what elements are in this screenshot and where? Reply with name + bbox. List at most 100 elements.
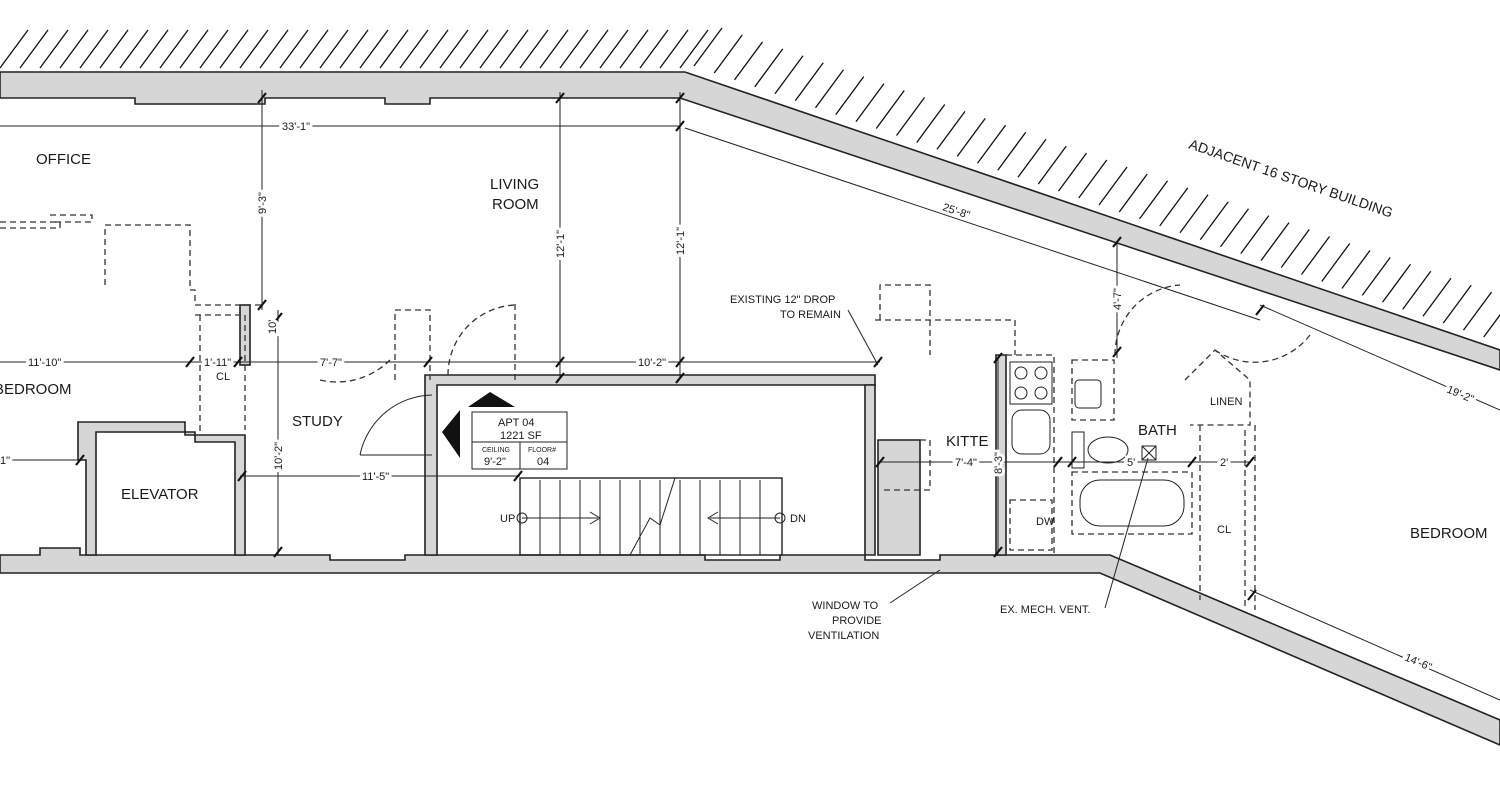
hatch-line <box>976 124 1007 164</box>
stair-outline <box>519 477 783 556</box>
room-closet-left: CL <box>216 371 230 383</box>
tag-apt-name: APT 04 <box>498 417 535 429</box>
stair: UP DN <box>500 477 806 556</box>
stair-up-marker <box>516 512 528 524</box>
living-door-swing <box>447 304 516 376</box>
dim-kitchen-width: 7'-4" <box>955 457 977 469</box>
hatch-line <box>713 34 743 74</box>
hatch-line <box>1422 277 1452 317</box>
existing-dashed-elements <box>0 214 1256 610</box>
hatch-line <box>1098 166 1128 206</box>
room-living-line1: LIVING <box>490 176 539 193</box>
dimension-tick <box>1187 456 1197 468</box>
stair-enclosure-wall <box>424 374 876 556</box>
dimension-tick <box>423 356 433 368</box>
stair-arrowhead-up <box>589 511 601 525</box>
dimension-tick <box>257 299 267 311</box>
stair-up-label: UP <box>500 513 515 525</box>
note-adjacent-building: ADJACENT 16 STORY BUILDING <box>1187 136 1395 221</box>
hatch-line <box>59 29 89 69</box>
leader-vent <box>1104 457 1149 609</box>
hatch-line <box>459 29 489 69</box>
mech-vent <box>1141 445 1157 461</box>
hatch-line <box>179 29 209 69</box>
hatch-line <box>997 131 1027 171</box>
hatch-line <box>916 104 946 143</box>
dim-study-small: 10' <box>267 320 279 334</box>
hatch-line <box>733 41 764 81</box>
hatch-line <box>199 29 229 69</box>
dim-kitchen-depth: 8'-3" <box>993 452 1005 474</box>
adjacent-building-hatch <box>0 27 1500 338</box>
leader-drop <box>847 309 879 366</box>
dimension-tick <box>1053 456 1063 468</box>
dimension-tick <box>873 356 883 368</box>
hatch-line <box>1138 180 1169 220</box>
dim-office-depth: 9'-3" <box>257 192 269 214</box>
dim-closet-right-width: 2' <box>1220 457 1228 469</box>
stair-down-label: DN <box>790 513 806 525</box>
hatch-line <box>479 29 509 69</box>
office-dashed-shelf <box>50 214 93 223</box>
hatch-line <box>79 29 109 69</box>
stair-break-line <box>629 477 676 556</box>
note-mech-vent: EX. MECH. VENT. <box>1000 604 1090 616</box>
top-wall <box>0 71 1500 371</box>
hatch-line <box>794 62 824 102</box>
hatch-line <box>1442 284 1472 324</box>
hatch-line <box>1462 291 1493 331</box>
hatch-line <box>19 29 49 69</box>
hatch-line <box>659 29 689 69</box>
hatch-line <box>239 29 269 69</box>
dimension-tick <box>993 352 1003 364</box>
note-window-line2: PROVIDE <box>832 615 882 627</box>
bathtub-basin <box>1079 479 1185 527</box>
dimension-tick <box>675 372 685 384</box>
dim-living-depth-2: 12'-1" <box>675 227 687 255</box>
dashed-drop-lower <box>875 319 1016 355</box>
hatch-line <box>774 55 804 95</box>
dim-left-lower: 1" <box>0 455 10 467</box>
hatch-line <box>814 69 845 109</box>
range-burners <box>1009 361 1053 405</box>
room-elevator: ELEVATOR <box>121 486 199 503</box>
dim-line-right-upper <box>1259 304 1500 411</box>
dimension-tick <box>273 546 283 558</box>
hatch-line <box>339 29 369 69</box>
hatch-line <box>439 29 469 69</box>
bath-vanity <box>1071 359 1115 421</box>
dimension-tick <box>555 372 565 384</box>
dimension-labels: 33'-1" 9'-3" 12'-1" 12'-1" 25'-8" 11'-10… <box>0 118 1478 677</box>
hatch-line <box>1159 187 1189 227</box>
hatch-line <box>1361 256 1391 296</box>
stair-down-marker <box>774 512 786 524</box>
hatch-line <box>0 29 29 69</box>
hatch-line <box>1260 222 1290 261</box>
exterior-walls <box>0 71 1500 746</box>
dashed-chase <box>880 439 931 491</box>
dim-bath-depth: 4'-7" <box>1112 288 1124 310</box>
dimension-tick <box>1067 456 1077 468</box>
apartment-tag: APT 04 1221 SF CEILING 9'-2" FLOOR# 04 <box>442 392 568 470</box>
dishwasher <box>1009 499 1053 551</box>
closet-dashed <box>195 314 246 430</box>
hatch-line <box>259 29 289 69</box>
bath-door-swing <box>1114 284 1181 356</box>
hatch-line <box>835 76 865 116</box>
note-drop-line1: EXISTING 12" DROP <box>730 294 835 306</box>
dimension-tick <box>555 92 565 104</box>
dim-study-width: 7'-7" <box>320 357 342 369</box>
hatch-line <box>895 97 926 136</box>
tag-ceiling-label: CEILING <box>482 447 510 454</box>
hatch-line <box>693 27 723 67</box>
tag-arrow-left <box>442 410 460 458</box>
dimension-tick <box>875 456 885 468</box>
burner-4 <box>1034 386 1048 400</box>
hatch-line <box>1402 270 1432 310</box>
dim-closet-width: 1'-11" <box>204 357 231 369</box>
bedroom-door-swing <box>1214 334 1311 363</box>
dimension-tick <box>273 312 283 324</box>
elevator-shaft-wall <box>77 421 246 556</box>
kitchen-sink <box>1011 409 1051 455</box>
hatch-line <box>379 29 409 69</box>
